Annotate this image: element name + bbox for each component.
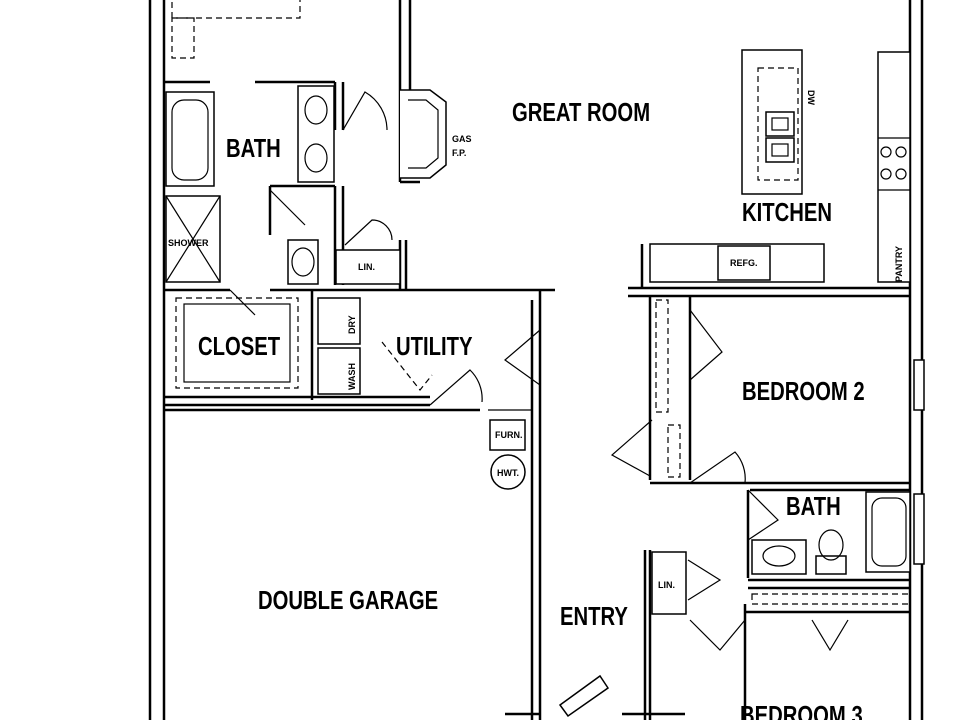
entry-walls (505, 550, 910, 720)
bedroom-2-walls (610, 296, 925, 485)
utility-walls (310, 290, 542, 720)
label-double-garage: DOUBLE GARAGE (258, 586, 438, 615)
label-water-heater: HWT. (497, 468, 519, 478)
fireplace (400, 89, 447, 179)
label-bath-hall: BATH (786, 492, 841, 521)
label-kitchen: KITCHEN (742, 198, 832, 227)
label-refrigerator: REFG. (730, 258, 758, 268)
label-utility: UTILITY (396, 332, 473, 361)
fixture-labels: GAS F.P. SHOWER LIN. LIN. FURN. HWT. REF… (168, 90, 904, 590)
label-pantry: PANTRY (894, 246, 904, 282)
label-linen-hall: LIN. (658, 580, 675, 590)
label-dishwasher: DW (806, 90, 816, 105)
hall-bath (746, 488, 925, 605)
label-linen-master: LIN. (358, 262, 375, 272)
label-bedroom-2: BEDROOM 2 (742, 377, 865, 406)
label-entry: ENTRY (560, 602, 628, 631)
label-bath-master: BATH (226, 134, 281, 163)
label-great-room: GREAT ROOM (512, 98, 650, 127)
label-closet: CLOSET (198, 332, 280, 361)
label-bedroom-3: BEDROOM 3 (740, 701, 863, 720)
label-furnace: FURN. (495, 430, 523, 440)
room-labels: GREAT ROOM BATH KITCHEN CLOSET UTILITY B… (198, 98, 865, 720)
label-shower: SHOWER (168, 238, 209, 248)
label-washer: WASH (347, 363, 357, 390)
label-dryer: DRY (347, 315, 357, 334)
kitchen (628, 49, 911, 298)
label-gas: GAS (452, 134, 472, 144)
master-suite-walls (164, 0, 555, 407)
label-fp: F.P. (452, 148, 466, 158)
